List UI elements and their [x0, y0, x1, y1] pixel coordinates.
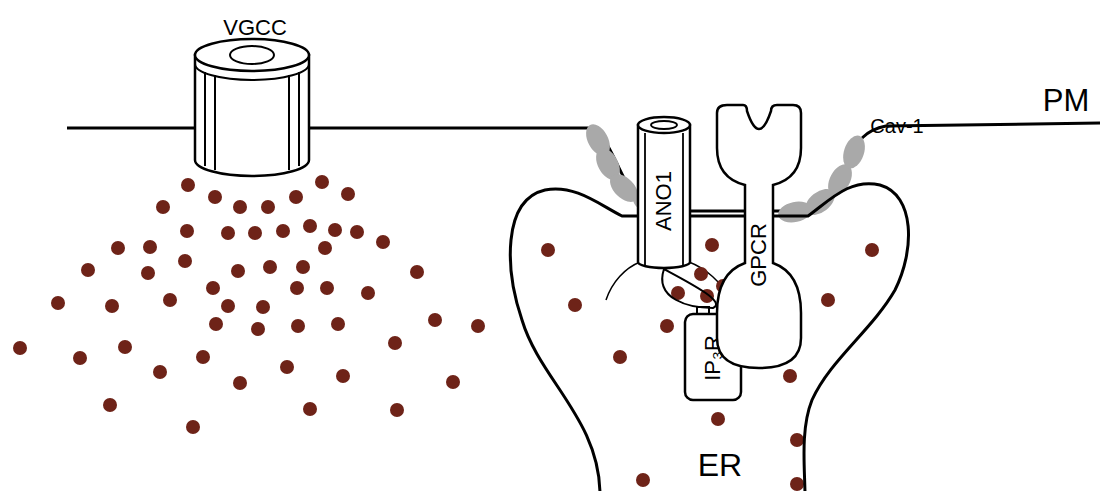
calcium-ion [568, 298, 582, 312]
tether-loop [662, 269, 716, 308]
calcium-ion [105, 299, 119, 313]
node-label: ER [698, 449, 742, 481]
node-label: VGCC [223, 17, 287, 39]
channel-cylinder: ANO1 [633, 113, 695, 273]
calcium-ion [428, 313, 442, 327]
calcium-ion [73, 351, 87, 365]
tether-arc [606, 262, 640, 300]
calcium-ion [613, 350, 627, 364]
calcium-ion [303, 219, 317, 233]
calcium-ion [233, 376, 247, 390]
calcium-ion [671, 286, 685, 300]
calcium-ion [341, 187, 355, 201]
calcium-ion [821, 293, 835, 307]
calcium-ion [446, 375, 460, 389]
calcium-ion [700, 289, 714, 303]
er-outline: ERIP₃R [495, 175, 920, 491]
channel-cylinder: VGCC [185, 8, 325, 182]
calcium-ion [233, 200, 247, 214]
caveolin-particle [839, 133, 869, 172]
calcium-ion [289, 190, 303, 204]
calcium-ion [81, 263, 95, 277]
calcium-ion [221, 299, 235, 313]
calcium-ion [705, 238, 719, 252]
calcium-ion [196, 350, 210, 364]
calcium-ion [541, 243, 555, 257]
calcium-ion [660, 319, 674, 333]
calcium-ion [51, 296, 65, 310]
calcium-ion [221, 226, 235, 240]
calcium-ion [206, 281, 220, 295]
receptor-shape: GPCR [713, 103, 805, 373]
calcium-ion [328, 223, 342, 237]
calcium-ion [111, 241, 125, 255]
calcium-ion [350, 225, 364, 239]
calcium-ion [790, 477, 804, 491]
calcium-ion [694, 267, 708, 281]
calcium-ion [231, 264, 245, 278]
calcium-ion [331, 317, 345, 331]
calcium-ion [320, 281, 334, 295]
calcium-ion [790, 433, 804, 447]
calcium-ion [865, 243, 879, 257]
calcium-ion [181, 178, 195, 192]
node-label: ANO1 [653, 171, 675, 231]
calcium-ion [783, 369, 797, 383]
calcium-ion [13, 341, 27, 355]
calcium-ion [251, 322, 265, 336]
calcium-ion [471, 319, 485, 333]
calcium-ion [636, 473, 650, 487]
calcium-ion [390, 403, 404, 417]
calcium-ion [276, 224, 290, 238]
calcium-ion [186, 420, 200, 434]
calcium-ion [156, 200, 170, 214]
calcium-ion [208, 190, 222, 204]
calcium-ion [143, 240, 157, 254]
calcium-ion [118, 340, 132, 354]
calcium-ion [263, 260, 277, 274]
calcium-ion [209, 317, 223, 331]
calcium-ion [163, 293, 177, 307]
calcium-ion [711, 412, 725, 426]
calcium-ion [180, 224, 194, 238]
calcium-ion [336, 369, 350, 383]
calcium-ion [256, 300, 270, 314]
calcium-ion [291, 319, 305, 333]
protein-label: Cav-1 [870, 116, 923, 136]
calcium-ion [388, 336, 402, 350]
calcium-ion [361, 286, 375, 300]
calcium-ion [315, 175, 329, 189]
calcium-ion [178, 254, 192, 268]
calcium-ion [318, 241, 332, 255]
calcium-ion [141, 266, 155, 280]
calcium-ion [296, 260, 310, 274]
calcium-ion [280, 360, 294, 374]
calcium-ion [303, 402, 317, 416]
calcium-ion [376, 235, 390, 249]
calcium-ion [410, 265, 424, 279]
calcium-ion [290, 281, 304, 295]
node-label: GPCR [748, 223, 770, 287]
calcium-ion [103, 398, 117, 412]
membrane-label: PM [1043, 85, 1090, 116]
calcium-ion [153, 365, 167, 379]
calcium-ion [261, 200, 275, 214]
calcium-ion [248, 226, 262, 240]
